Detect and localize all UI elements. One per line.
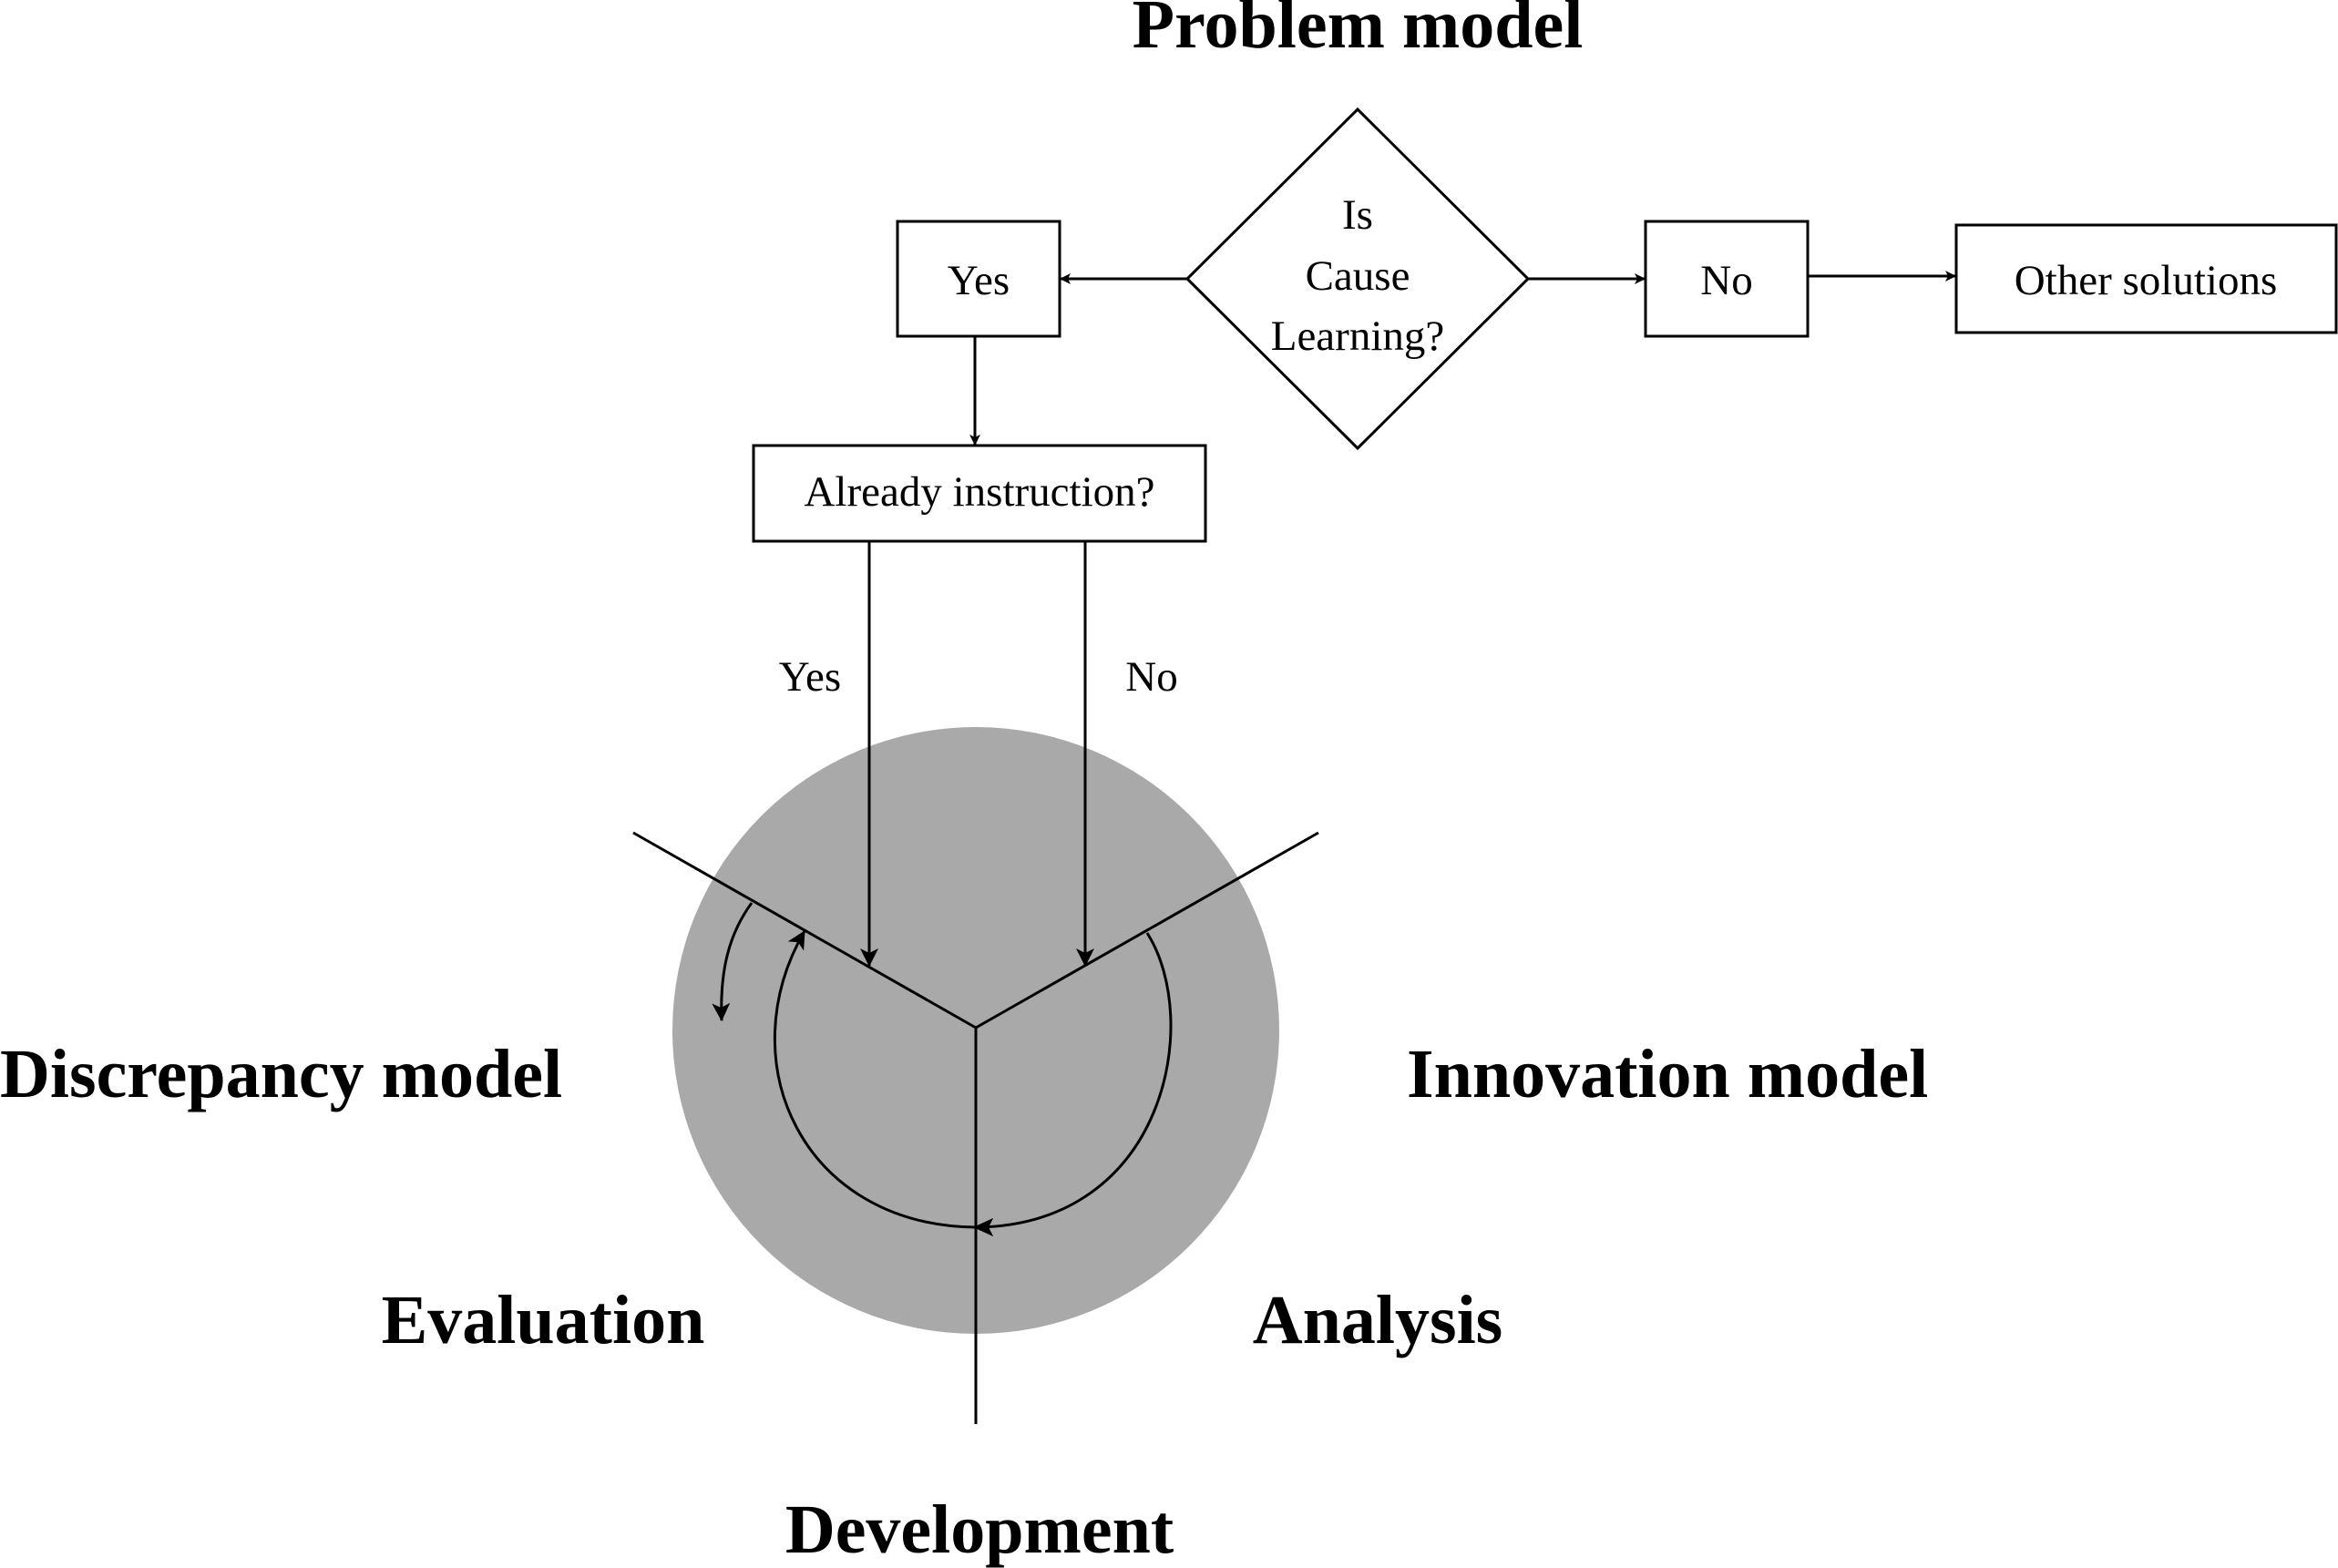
heading-evaluation: Evaluation bbox=[382, 1282, 705, 1358]
already-instruction-label: Already instruction? bbox=[804, 468, 1154, 516]
no-box-label: No bbox=[1700, 257, 1752, 304]
heading-analysis: Analysis bbox=[1253, 1282, 1503, 1358]
cycle-arc-arrow-bottom bbox=[973, 1218, 993, 1236]
branch-yes-label: Yes bbox=[779, 653, 841, 701]
heading-problem-model: Problem model bbox=[1133, 0, 1584, 63]
decision-line-2: Cause bbox=[1306, 252, 1410, 300]
decision-line-1: Is bbox=[1342, 191, 1373, 239]
heading-innovation-model: Innovation model bbox=[1407, 1036, 1928, 1112]
evaluation-arc bbox=[712, 902, 754, 1021]
already-instruction-box bbox=[752, 444, 1207, 543]
other-solutions-box bbox=[1954, 223, 2338, 334]
branch-no-label: No bbox=[1125, 653, 1177, 701]
divider-right bbox=[975, 831, 1319, 1030]
no-box bbox=[1644, 220, 1810, 338]
other-solutions-label: Other solutions bbox=[2015, 257, 2278, 304]
decision-diamond bbox=[1184, 107, 1531, 451]
yes-box-label: Yes bbox=[948, 257, 1010, 304]
heading-development: Development bbox=[785, 1491, 1174, 1568]
heading-discrepancy-model: Discrepancy model bbox=[0, 1036, 562, 1112]
decision-line-3: Learning? bbox=[1271, 313, 1445, 360]
